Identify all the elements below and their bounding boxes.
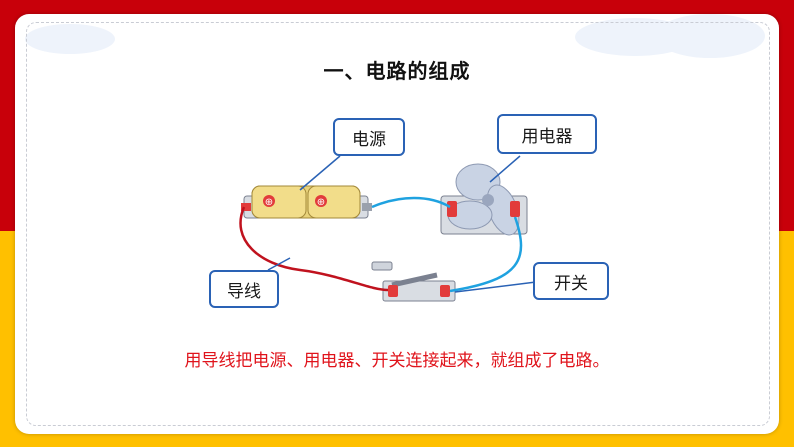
callout-wire: 导线 (209, 270, 279, 308)
battery-plus-sign: ⊕ (317, 197, 325, 208)
cloud-decoration (25, 24, 115, 54)
callout-pointer (267, 257, 291, 271)
slide-dashed-frame (26, 22, 770, 426)
callout-pointer (489, 155, 521, 183)
red-wire (239, 206, 389, 292)
blue-wire (371, 196, 451, 209)
battery-icon (241, 185, 372, 219)
fan-icon (440, 163, 528, 236)
blue-wire (449, 216, 523, 293)
cloud-decoration (655, 14, 765, 58)
callout-pointer (454, 281, 537, 293)
slide-title: 一、电路的组成 (323, 59, 471, 83)
slide-card (15, 14, 779, 434)
callout-switch: 开关 (533, 262, 609, 300)
callout-appliance: 用电器 (497, 114, 597, 154)
battery-plus-sign: ⊕ (265, 197, 273, 208)
callout-pointer (299, 155, 341, 191)
knife-switch-icon (371, 261, 456, 302)
summary-text: 用导线把电源、用电器、开关连接起来，就组成了电路。 (184, 351, 610, 371)
callout-power-source: 电源 (333, 118, 405, 156)
